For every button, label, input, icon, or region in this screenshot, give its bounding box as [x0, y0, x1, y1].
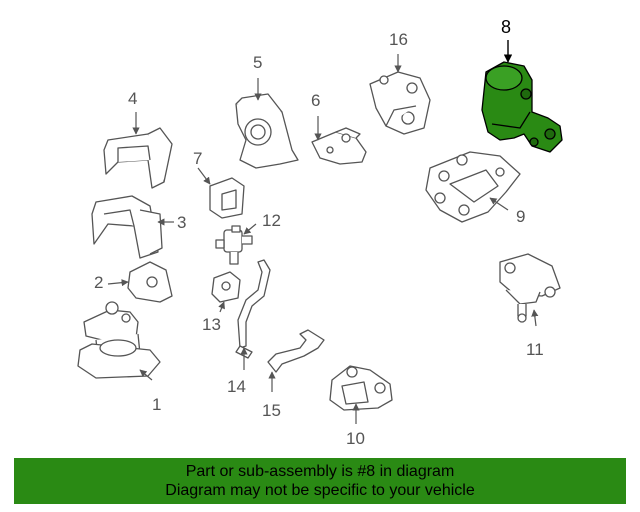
leader-line-12 [243, 223, 257, 235]
part-11-mount [499, 253, 561, 323]
part-7-part [209, 177, 245, 219]
callout-10: 10 [346, 429, 365, 448]
part-9-bracket [425, 151, 521, 223]
callout-8: 8 [501, 17, 512, 37]
part-info-banner: Part or sub-assembly is #8 in diagram Di… [14, 458, 626, 504]
part-8-transmission-mount [481, 61, 563, 153]
callout-15: 15 [262, 401, 281, 420]
part-10-mount [329, 365, 393, 411]
leader-line-11 [531, 309, 539, 327]
part-14-hose [235, 259, 271, 359]
leader-line-2 [107, 279, 129, 287]
callout-4: 4 [128, 89, 138, 108]
part-4-bracket [103, 127, 173, 189]
part-1-engine-mount [77, 301, 161, 379]
leader-line-13 [218, 301, 225, 313]
callout-12: 12 [262, 211, 281, 230]
callout-1: 1 [152, 395, 162, 414]
callout-14: 14 [227, 377, 246, 396]
callout-11: 11 [526, 340, 544, 359]
part-16-bracket [369, 71, 431, 135]
part-6-bracket [311, 127, 367, 165]
callout-3: 3 [177, 213, 187, 232]
leader-line-1 [139, 369, 153, 381]
banner-line-part: Part or sub-assembly is #8 in diagram [185, 463, 455, 480]
leader-line-7 [197, 167, 211, 185]
part-12-valve [215, 225, 253, 265]
part-5-mount [235, 93, 299, 169]
callout-2: 2 [94, 273, 104, 292]
callout-16: 16 [389, 30, 408, 49]
leader-line-9 [489, 197, 509, 211]
callout-9: 9 [516, 207, 526, 226]
callout-5: 5 [253, 53, 263, 72]
part-3-cover [91, 195, 163, 259]
part-15-hose [267, 329, 325, 373]
banner-line-disclaimer: Diagram may not be specific to your vehi… [165, 482, 475, 499]
callout-6: 6 [311, 91, 321, 110]
callout-7: 7 [193, 149, 203, 168]
part-2-mount [127, 261, 173, 303]
part-13-part [211, 271, 241, 303]
callout-13: 13 [202, 315, 221, 334]
